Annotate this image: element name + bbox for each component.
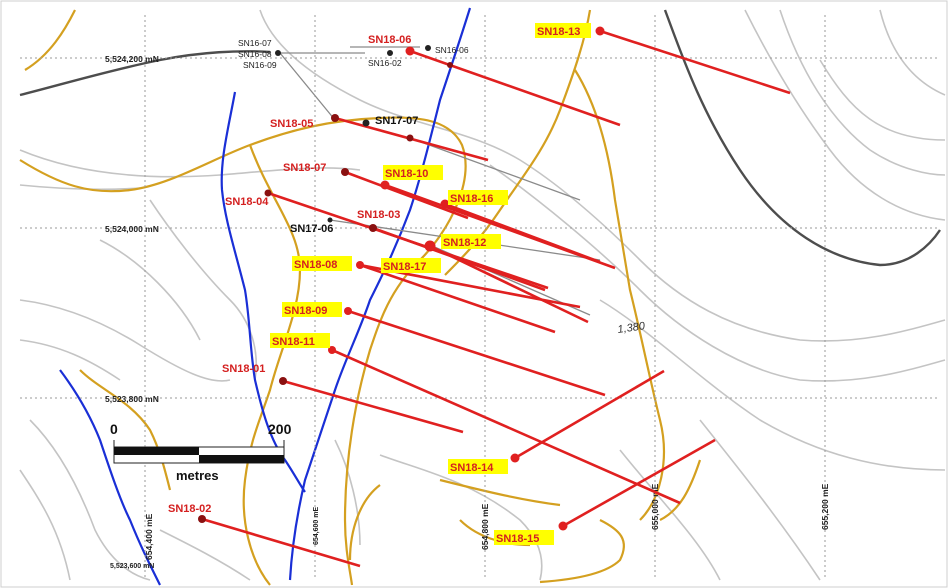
label-sn17-06: SN17-06 [290, 223, 333, 235]
collar-sn18-07[interactable] [341, 168, 349, 176]
topo-contours [19, 9, 946, 581]
northing-label: 5,524,200 mN [105, 54, 159, 64]
collar-sn18-02[interactable] [198, 515, 206, 523]
label-sn18-02: SN18-02 [168, 503, 211, 515]
old-hole-label: SN16-06 [435, 45, 469, 55]
label-sn18-10: SN18-10 [385, 168, 428, 180]
scale-unit: metres [176, 468, 219, 483]
collar-sn18-05[interactable] [331, 114, 339, 122]
dark-contours [19, 9, 941, 267]
drillhole-labels: SN18-13 SN18-06 SN18-05 SN17-07 SN18-07 … [168, 26, 580, 545]
collar-sn18-03[interactable] [369, 224, 377, 232]
easting-label: 654,800 mE [480, 503, 490, 550]
label-sn18-08: SN18-08 [294, 259, 337, 271]
collar-sn18-08[interactable] [356, 261, 364, 269]
northing-label: 5,523,600 mN [110, 563, 154, 570]
collars [198, 26, 605, 531]
label-sn18-11: SN18-11 [272, 336, 315, 348]
collar-sn17-06[interactable] [327, 217, 333, 223]
collar-sn16-06[interactable] [425, 45, 431, 51]
label-sn18-13: SN18-13 [537, 26, 580, 38]
scale-start: 0 [110, 421, 118, 437]
old-hole-labels: SN16-07 SN16-08 SN16-09 SN16-02 SN16-06 [238, 38, 469, 70]
old-hole-label: SN16-02 [368, 58, 402, 68]
label-sn18-15: SN18-15 [496, 533, 539, 545]
northing-labels: 5,524,200 mN 5,524,000 mN 5,523,800 mN 5… [105, 54, 159, 570]
label-sn18-06: SN18-06 [368, 34, 411, 46]
label-highlights [270, 23, 591, 545]
collar-sn18-10[interactable] [380, 180, 390, 190]
easting-label: 654,400 mE [144, 513, 154, 560]
label-sn18-07: SN18-07 [283, 162, 326, 174]
collar-dot[interactable] [447, 62, 453, 68]
northing-label: 5,524,000 mN [105, 224, 159, 234]
collar-sn16-08[interactable] [275, 50, 281, 56]
label-sn18-17: SN18-17 [383, 261, 426, 273]
collar-sn18-01[interactable] [279, 377, 287, 385]
collar-sn16-02[interactable] [387, 50, 393, 56]
label-sn18-16: SN18-16 [450, 193, 493, 205]
label-sn17-07: SN17-07 [375, 115, 418, 127]
collar-sn18-09[interactable] [344, 307, 352, 315]
collar-sn17-07[interactable] [362, 119, 370, 127]
label-sn18-01: SN18-01 [222, 363, 265, 375]
label-sn18-09: SN18-09 [284, 305, 327, 317]
old-hole-label: SN16-07 [238, 38, 272, 48]
coordinate-grid [20, 15, 940, 580]
contour-label: 1,380 [617, 320, 647, 336]
collar-sn18-15[interactable] [558, 521, 568, 531]
collar-dot[interactable] [406, 134, 414, 142]
old-hole-label: SN16-09 [243, 60, 277, 70]
collar-sn18-04[interactable] [264, 189, 272, 197]
easting-labels: 654,400 mE 654,600 mE 654,800 mE 655,000… [144, 483, 830, 560]
label-sn18-12: SN18-12 [443, 237, 486, 249]
collar-sn18-14[interactable] [510, 453, 520, 463]
label-sn18-05: SN18-05 [270, 118, 313, 130]
easting-label: 655,000 mE [650, 483, 660, 530]
collar-sn18-06[interactable] [405, 46, 415, 56]
scale-end: 200 [268, 421, 292, 437]
label-sn18-03: SN18-03 [357, 209, 400, 221]
collar-sn18-12[interactable] [424, 240, 436, 252]
scale-bar: 0 200 metres [110, 421, 292, 483]
collar-sn18-16[interactable] [440, 199, 450, 209]
easting-label: 654,600 mE [313, 507, 320, 545]
label-sn18-14: SN18-14 [450, 462, 494, 474]
rivers [59, 7, 472, 586]
label-sn18-04: SN18-04 [225, 196, 269, 208]
northing-label: 5,523,800 mN [105, 394, 159, 404]
old-hole-label: SN16-08 [238, 49, 272, 59]
collar-sn18-13[interactable] [595, 26, 605, 36]
easting-label: 655,200 mE [820, 483, 830, 530]
